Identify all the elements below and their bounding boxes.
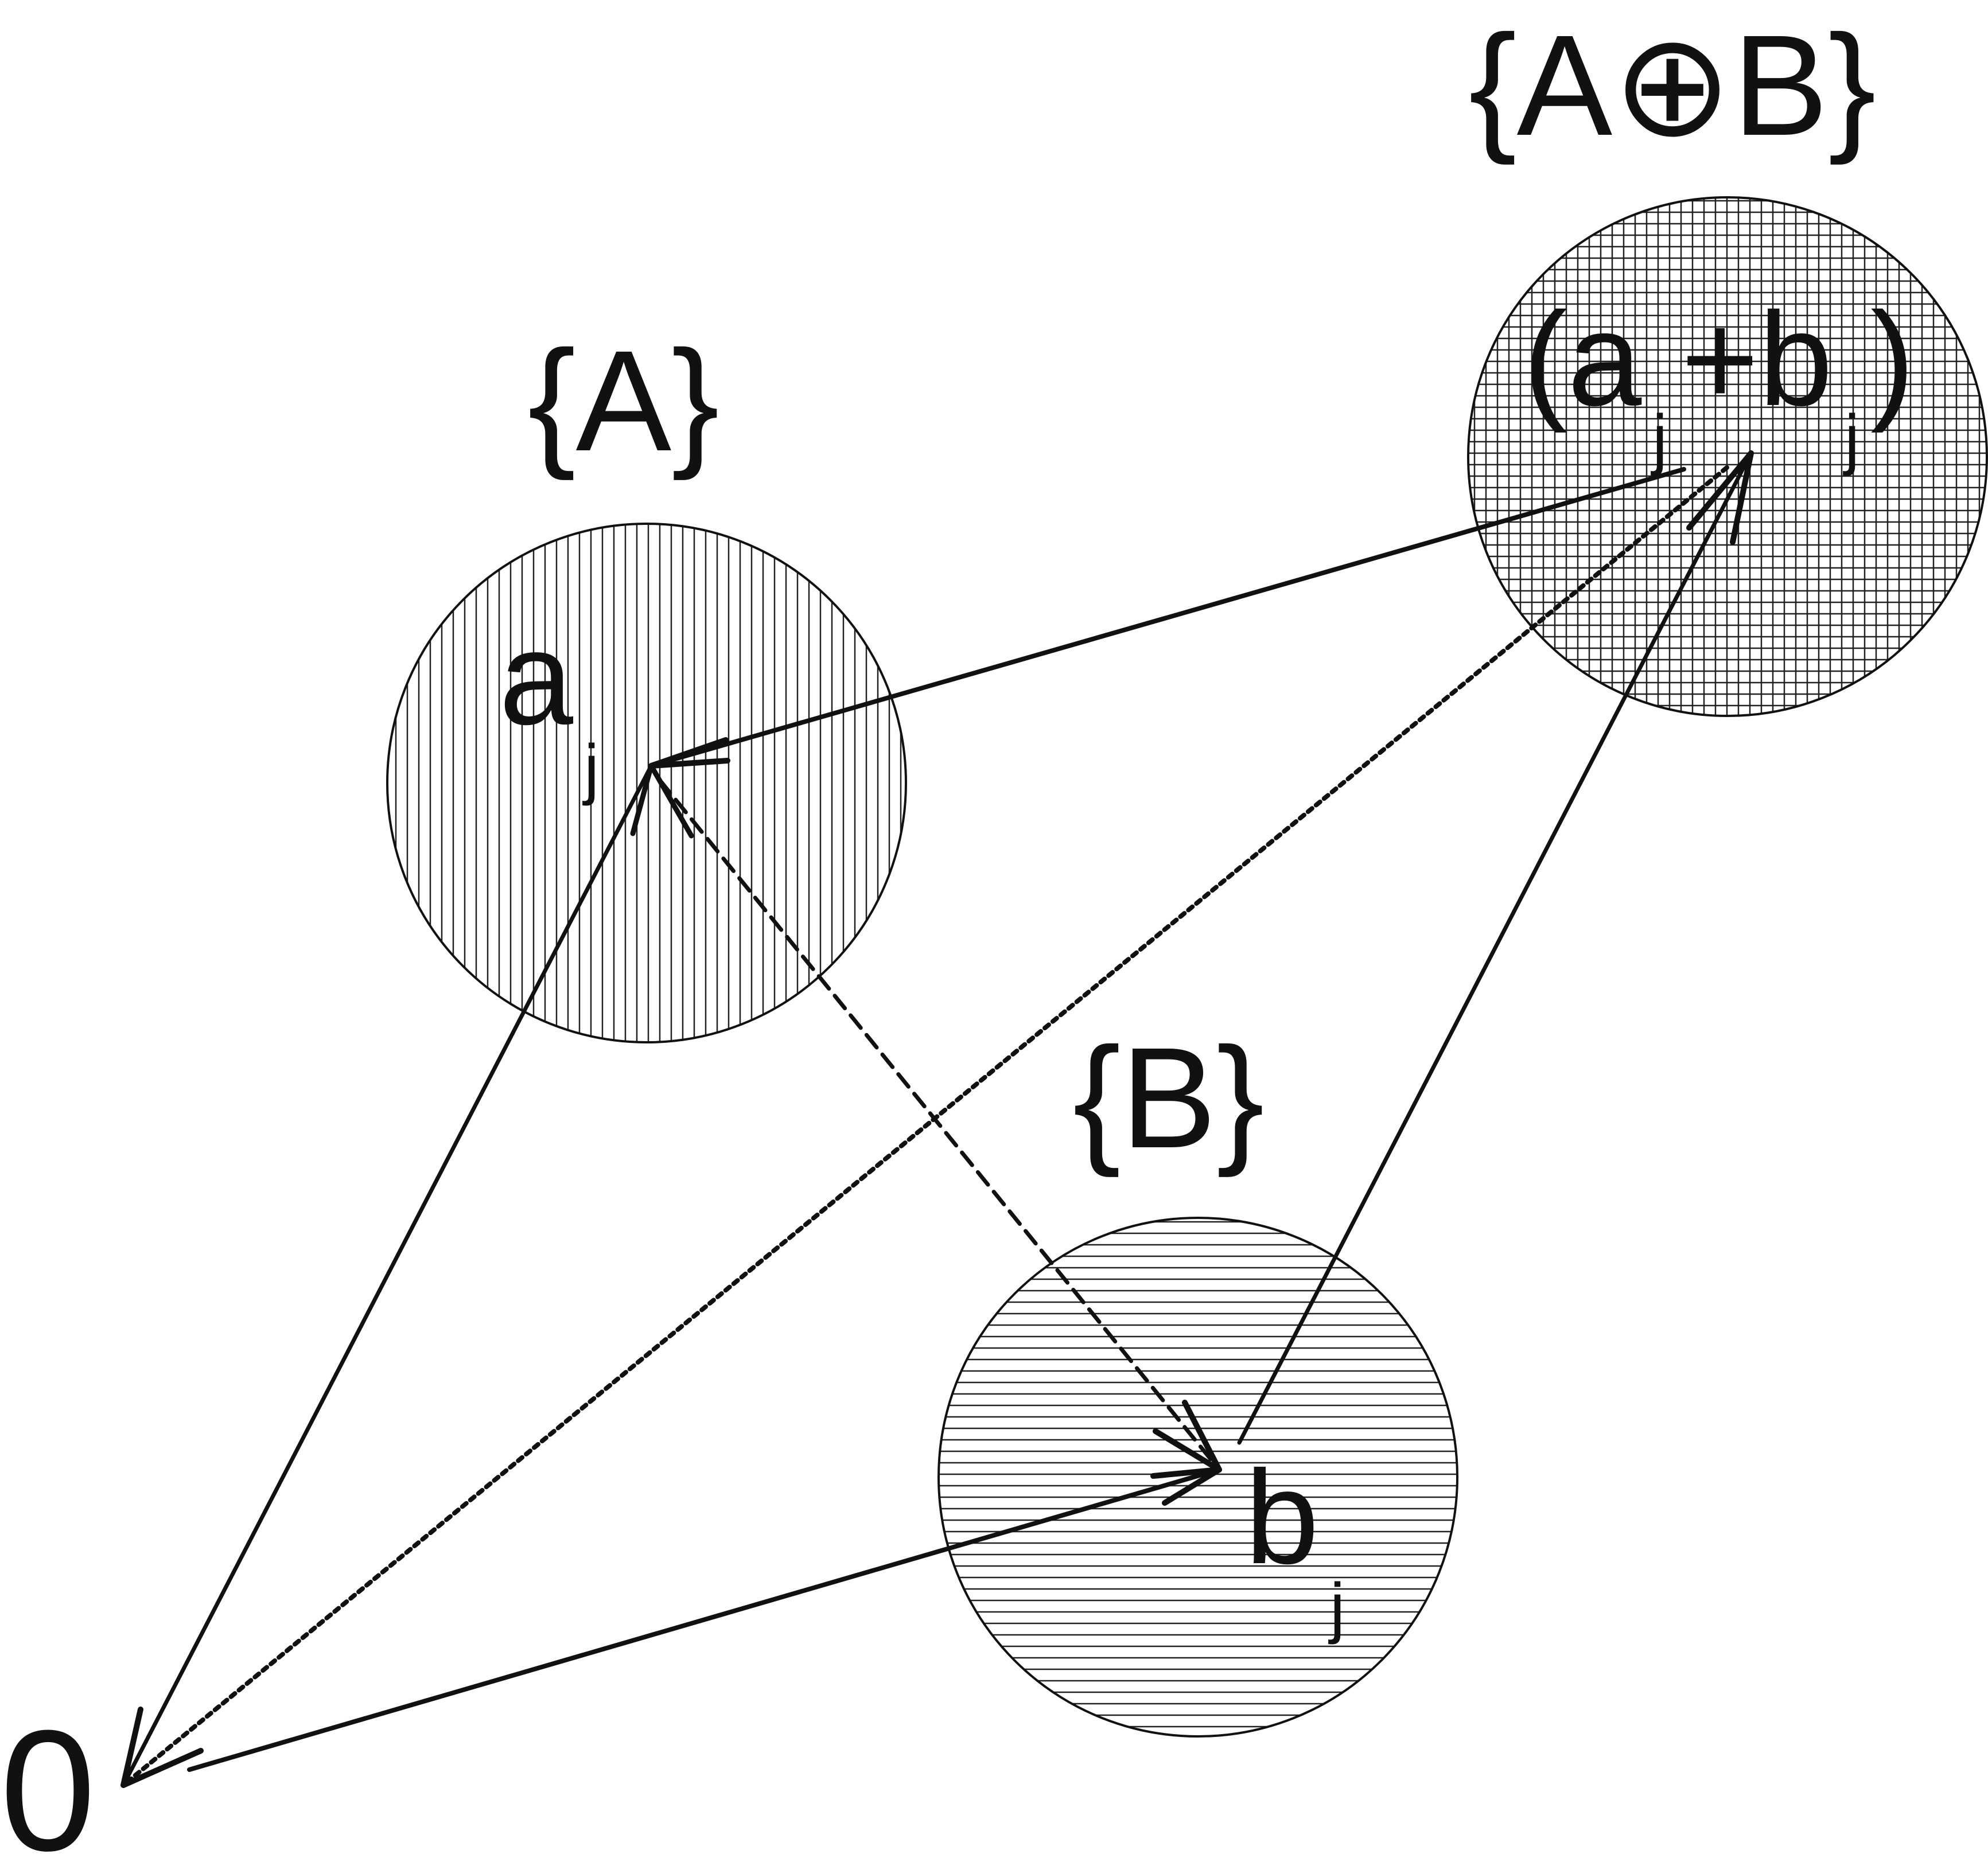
set-sum-label: {A⊕B}: [1469, 5, 1876, 165]
set-a-label: {A}: [528, 321, 719, 481]
point-sum-plus: +b: [1681, 285, 1833, 434]
point-b-subscript: j: [1328, 1569, 1345, 1645]
point-b-label: b: [1245, 1443, 1319, 1592]
origin-label: 0: [0, 1694, 96, 1858]
point-a-subscript: j: [582, 731, 599, 807]
vector-b-to-sum: [1237, 450, 1754, 1445]
point-sum-open: (a: [1523, 285, 1642, 434]
vector-a-to-b-dashed: [658, 778, 1222, 1473]
point-sum-subscript-b: j: [1843, 401, 1859, 477]
vector-sum-to-a: [648, 467, 1686, 769]
set-sum-region: [1467, 196, 1988, 717]
vector-sum-to-origin-dotted: [121, 465, 1729, 1787]
point-sum-close: ): [1870, 285, 1915, 434]
point-a-label: a: [499, 604, 574, 753]
origin-arrowhead: [120, 1707, 204, 1788]
point-sum-subscript-a: j: [1651, 401, 1667, 477]
set-b-label: {B}: [1073, 1018, 1265, 1178]
